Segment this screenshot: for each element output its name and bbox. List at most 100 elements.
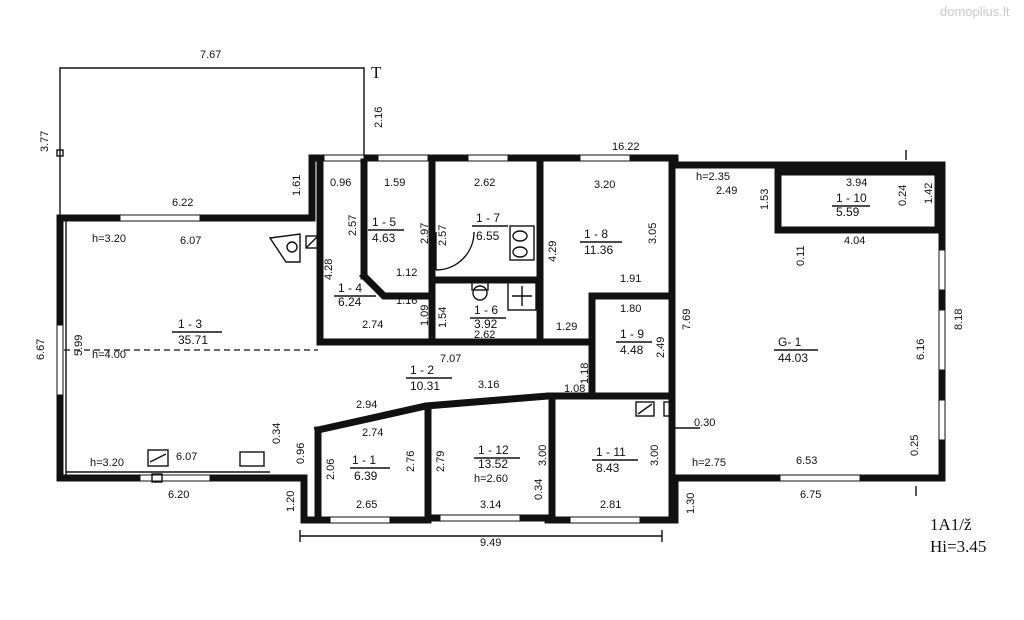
svg-text:6.20: 6.20 bbox=[168, 489, 189, 501]
room-1-8: 1 - 8 11.36 bbox=[580, 227, 622, 257]
svg-text:3.16: 3.16 bbox=[478, 379, 499, 391]
svg-text:44.03: 44.03 bbox=[778, 351, 808, 365]
svg-text:5.59: 5.59 bbox=[836, 205, 860, 219]
svg-text:3.94: 3.94 bbox=[846, 177, 867, 189]
svg-text:G- 1: G- 1 bbox=[778, 335, 802, 349]
svg-text:1.30: 1.30 bbox=[685, 493, 697, 514]
svg-text:35.71: 35.71 bbox=[178, 333, 208, 347]
terrace-right-label: 2.16 bbox=[373, 107, 385, 128]
watermark: domoplius.lt bbox=[940, 4, 1010, 19]
svg-text:h=3.20: h=3.20 bbox=[92, 233, 126, 245]
room-1-4: 1 - 46.24 bbox=[334, 281, 376, 309]
svg-text:2.62: 2.62 bbox=[474, 177, 495, 189]
svg-text:16.22: 16.22 bbox=[612, 141, 640, 153]
svg-text:h=2.35: h=2.35 bbox=[696, 171, 730, 183]
svg-text:3.20: 3.20 bbox=[594, 179, 615, 191]
room-labels: 1 - 16.39 1 - 210.31 1 - 335.71 1 - 46.2… bbox=[172, 191, 870, 483]
room-1-5: 1 - 5 4.63 bbox=[368, 215, 404, 245]
svg-text:1.12: 1.12 bbox=[396, 267, 417, 279]
room-1-9: 1 - 94.48 bbox=[616, 327, 652, 357]
svg-text:2.97: 2.97 bbox=[419, 223, 431, 244]
svg-text:2.57: 2.57 bbox=[347, 215, 359, 236]
svg-text:6.53: 6.53 bbox=[796, 455, 817, 467]
svg-text:9.49: 9.49 bbox=[480, 537, 501, 549]
svg-text:2.49: 2.49 bbox=[655, 337, 667, 358]
svg-text:1 - 5: 1 - 5 bbox=[372, 215, 396, 229]
svg-text:1 - 4: 1 - 4 bbox=[338, 281, 362, 295]
svg-text:4.63: 4.63 bbox=[372, 231, 396, 245]
svg-text:2.65: 2.65 bbox=[356, 499, 377, 511]
svg-text:1 - 12: 1 - 12 bbox=[478, 443, 509, 457]
svg-text:2.57: 2.57 bbox=[437, 225, 449, 246]
svg-text:4.29: 4.29 bbox=[547, 241, 559, 262]
svg-text:6.24: 6.24 bbox=[338, 295, 362, 309]
svg-text:6.07: 6.07 bbox=[176, 451, 197, 463]
room-g-1: G- 1 44.03 bbox=[774, 335, 818, 365]
svg-text:0.96: 0.96 bbox=[295, 443, 307, 464]
fixtures bbox=[147, 225, 673, 483]
svg-text:2.49: 2.49 bbox=[716, 185, 737, 197]
svg-text:7.07: 7.07 bbox=[440, 353, 461, 365]
svg-text:6.16: 6.16 bbox=[915, 339, 927, 360]
svg-text:2.76: 2.76 bbox=[405, 451, 417, 472]
svg-text:2.74: 2.74 bbox=[362, 427, 383, 439]
svg-text:1.91: 1.91 bbox=[620, 273, 641, 285]
svg-text:0.96: 0.96 bbox=[330, 177, 351, 189]
svg-text:2.81: 2.81 bbox=[600, 499, 621, 511]
svg-text:4.28: 4.28 bbox=[323, 259, 335, 280]
svg-text:1.29: 1.29 bbox=[556, 321, 577, 333]
terrace: 7.67 3.77 2.16 T bbox=[39, 49, 385, 216]
stamp-code: 1A1/ž bbox=[930, 515, 972, 534]
svg-text:1.54: 1.54 bbox=[437, 307, 449, 328]
room-1-3: 1 - 3 35.71 bbox=[172, 317, 222, 347]
svg-text:8.43: 8.43 bbox=[596, 461, 620, 475]
svg-text:1.18: 1.18 bbox=[579, 363, 591, 384]
svg-text:0.24: 0.24 bbox=[897, 185, 909, 206]
svg-text:1.20: 1.20 bbox=[285, 491, 297, 512]
svg-text:1.61: 1.61 bbox=[291, 175, 303, 196]
svg-text:1 - 2: 1 - 2 bbox=[410, 363, 434, 377]
svg-text:0.34: 0.34 bbox=[271, 423, 283, 444]
svg-text:1 - 8: 1 - 8 bbox=[584, 227, 608, 241]
svg-text:11.36: 11.36 bbox=[584, 243, 613, 257]
svg-text:6.39: 6.39 bbox=[354, 469, 378, 483]
svg-text:1.09: 1.09 bbox=[419, 305, 431, 326]
svg-text:h=2.75: h=2.75 bbox=[692, 457, 726, 469]
svg-text:2.79: 2.79 bbox=[435, 451, 447, 472]
terrace-mark: T bbox=[371, 63, 382, 82]
svg-text:1 - 6: 1 - 6 bbox=[474, 303, 498, 317]
svg-text:6.67: 6.67 bbox=[35, 339, 47, 360]
terrace-width-label: 7.67 bbox=[200, 49, 221, 61]
room-1-6: 1 - 63.92 bbox=[470, 303, 506, 331]
svg-text:1 - 3: 1 - 3 bbox=[178, 317, 202, 331]
svg-text:6.55: 6.55 bbox=[476, 229, 500, 243]
svg-text:1.42: 1.42 bbox=[923, 183, 935, 204]
svg-text:0.34: 0.34 bbox=[533, 479, 545, 500]
svg-text:3.05: 3.05 bbox=[647, 223, 659, 244]
svg-text:0.30: 0.30 bbox=[694, 417, 715, 429]
stamp: 1A1/ž Hi=3.45 bbox=[930, 515, 986, 556]
svg-text:2.06: 2.06 bbox=[325, 459, 337, 480]
svg-text:1 - 11: 1 - 11 bbox=[596, 445, 626, 459]
svg-text:6.75: 6.75 bbox=[800, 489, 821, 501]
svg-text:6.07: 6.07 bbox=[180, 235, 201, 247]
svg-text:3.92: 3.92 bbox=[474, 317, 498, 331]
svg-text:3.00: 3.00 bbox=[537, 445, 549, 466]
svg-text:2.62: 2.62 bbox=[474, 329, 495, 341]
svg-text:7.69: 7.69 bbox=[681, 309, 693, 330]
stamp-height: Hi=3.45 bbox=[930, 537, 986, 556]
room-1-2: 1 - 210.31 bbox=[406, 363, 452, 393]
room-1-11: 1 - 11 8.43 bbox=[592, 445, 638, 475]
svg-text:1.16: 1.16 bbox=[396, 295, 417, 307]
svg-text:3.14: 3.14 bbox=[480, 499, 501, 511]
dimension-lines bbox=[299, 150, 917, 542]
dimension-labels: 16.22 6.22 6.07 1.61 0.96 1.59 2.62 3.20… bbox=[35, 141, 965, 549]
svg-text:6.22: 6.22 bbox=[172, 197, 193, 209]
svg-text:1.08: 1.08 bbox=[564, 383, 585, 395]
svg-text:1.59: 1.59 bbox=[384, 177, 405, 189]
room-1-7: 1 - 76.55 bbox=[472, 211, 508, 243]
svg-text:1 - 9: 1 - 9 bbox=[620, 327, 644, 341]
svg-text:1.80: 1.80 bbox=[620, 303, 641, 315]
svg-text:3.00: 3.00 bbox=[649, 445, 661, 466]
